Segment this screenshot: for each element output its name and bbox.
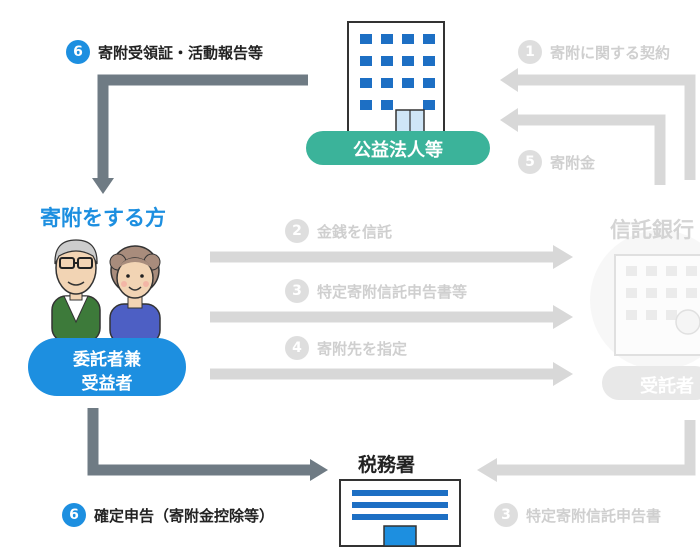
step-number-badge: 5 bbox=[518, 150, 542, 174]
elderly-woman-icon bbox=[109, 245, 161, 345]
arrow-declaration bbox=[210, 305, 573, 329]
step-text: 特定寄附信託申告書 bbox=[526, 506, 662, 525]
step-6-receipt: 6 寄附受領証・活動報告等 bbox=[66, 40, 263, 64]
step-number-badge: 6 bbox=[66, 40, 90, 64]
arrow-bank-to-tax bbox=[477, 420, 696, 482]
beneficiary-badge bbox=[602, 366, 700, 400]
step-text: 確定申告（寄附金控除等） bbox=[94, 506, 275, 525]
step-3-declaration: 3 特定寄附信託申告書等 bbox=[285, 279, 467, 303]
step-text: 寄附先を指定 bbox=[317, 339, 408, 358]
elderly-man-icon bbox=[51, 239, 101, 343]
arrow-contract bbox=[500, 68, 696, 180]
step-6-tax-return: 6 確定申告（寄附金控除等） bbox=[62, 503, 274, 527]
arrow-designate bbox=[210, 362, 573, 386]
donor-badge-line-1: 委託者兼 bbox=[73, 350, 141, 370]
arrow-donor-to-tax bbox=[87, 408, 312, 476]
step-5-donation: 5 寄附金 bbox=[518, 150, 595, 174]
step-text: 寄附に関する契約 bbox=[550, 43, 671, 62]
beneficiary-label: 受託者 bbox=[640, 376, 694, 397]
arrow-entrust-money bbox=[210, 245, 573, 269]
trust-bank-building-icon bbox=[590, 230, 700, 370]
step-text: 金銭を信託 bbox=[317, 222, 393, 241]
step-2-entrust: 2 金銭を信託 bbox=[285, 219, 392, 243]
step-number-badge: 1 bbox=[518, 40, 542, 64]
step-text: 寄附受領証・活動報告等 bbox=[98, 43, 264, 62]
step-number-badge: 3 bbox=[494, 503, 518, 527]
arrow-donor-to-tax-head bbox=[310, 459, 328, 481]
step-text: 寄附金 bbox=[550, 153, 596, 172]
donor-title: 寄附をする方 bbox=[40, 206, 166, 230]
step-number-badge: 3 bbox=[285, 279, 309, 303]
tax-office-label: 税務署 bbox=[358, 454, 416, 476]
step-number-badge: 6 bbox=[62, 503, 86, 527]
step-number-badge: 2 bbox=[285, 219, 309, 243]
tax-office-building-icon bbox=[339, 479, 461, 547]
public-corp-building-icon bbox=[347, 21, 445, 135]
donor-badge-line-2: 受益者 bbox=[81, 374, 133, 394]
step-4-designate: 4 寄附先を指定 bbox=[285, 336, 407, 360]
step-text: 特定寄附信託申告書等 bbox=[317, 282, 468, 301]
arrow-donation-money bbox=[500, 108, 666, 185]
arrow-report-to-donor bbox=[97, 74, 308, 180]
step-3-bank-declaration: 3 特定寄附信託申告書 bbox=[494, 503, 661, 527]
step-number-badge: 4 bbox=[285, 336, 309, 360]
arrow-report-to-donor-head bbox=[92, 178, 114, 194]
public-corp-label: 公益法人等 bbox=[353, 140, 443, 161]
public-corp-badge bbox=[306, 131, 490, 165]
step-1-contract: 1 寄附に関する契約 bbox=[518, 40, 670, 64]
trust-bank-label: 信託銀行 bbox=[610, 218, 694, 242]
donor-badge bbox=[28, 338, 186, 396]
